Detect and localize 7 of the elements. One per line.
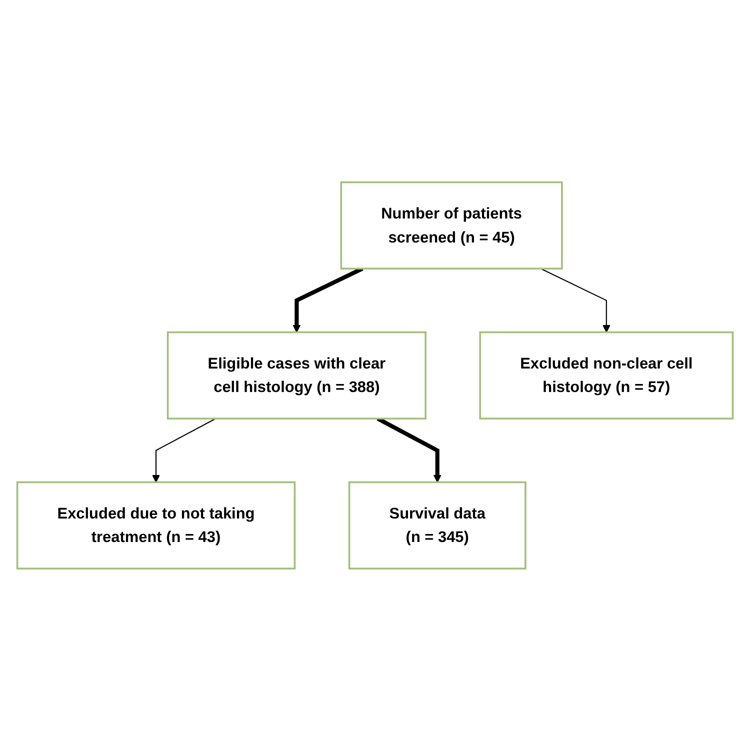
arrow xyxy=(152,418,216,482)
node-box: Eligible cases with clear cell histology (n = 388) xyxy=(166,330,426,420)
node-box: Excluded non-clear cell histology (n = 57) xyxy=(479,330,734,420)
arrow xyxy=(540,268,610,332)
node-box: Survival data (n = 345) xyxy=(348,480,526,570)
node-box: Number of patients screened (n = 45) xyxy=(340,180,563,270)
node-box: Excluded due to not taking treatment (n = 43) xyxy=(16,480,296,570)
